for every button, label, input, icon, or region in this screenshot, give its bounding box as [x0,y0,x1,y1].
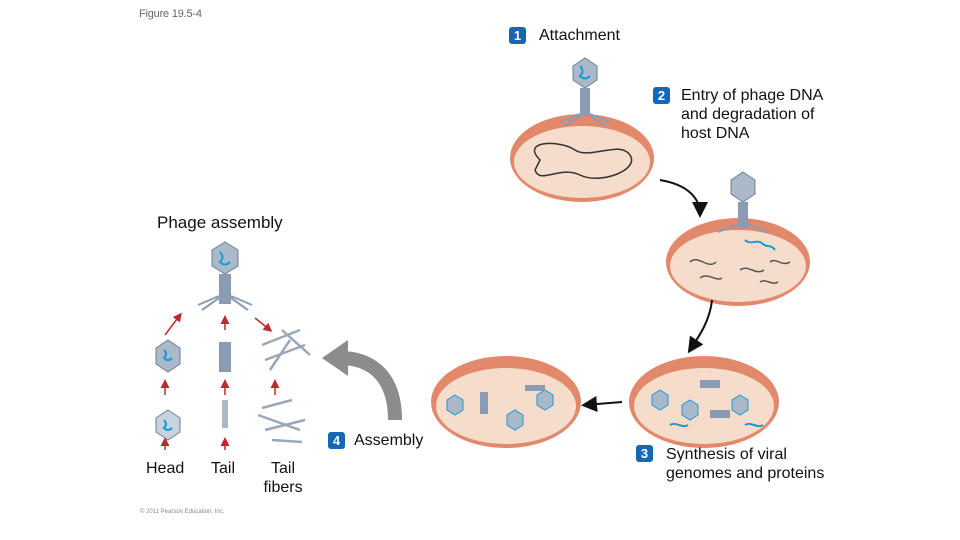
tail-label: Tail [211,460,236,477]
tail-part [219,342,231,428]
cell-dna-entry [666,171,810,306]
phage-assembly-title: Phage assembly [157,213,283,232]
arrow-head-up [164,312,182,336]
head-part [155,339,181,441]
cell-synthesis [629,356,779,448]
injected-phage-dna [744,239,776,251]
arrow-1-to-2 [659,179,708,218]
step-2-label: Entry of phage DNA and degradation of ho… [681,87,823,142]
arrow-3-to-4 [581,396,623,413]
arrow-4-to-assembly [339,351,402,421]
step-2-badge: 2 [653,87,670,104]
host-dna-loop [533,142,633,179]
assembled-phage [197,241,253,311]
tail-fibers-label: Tail fibers [263,460,303,496]
tail-fiber-part [257,328,311,444]
figure-label: Figure 19.5-4 [139,8,202,20]
step-4-badge: 4 [328,432,345,449]
step-3-label: Synthesis of viral genomes and proteins [666,446,825,482]
arrow-4-head [322,340,348,376]
arrow-fibers-up [254,317,273,332]
head-label: Head [146,460,185,477]
step-1-label: Attachment [539,27,620,44]
arrow-2-to-3 [687,299,713,354]
step-1-badge: 1 [509,27,526,44]
cell-assembly [431,356,581,448]
step-4-label: Assembly [354,432,424,449]
step-3-badge: 3 [636,445,653,462]
copyright-note: © 2011 Pearson Education, Inc. [140,509,225,515]
phage-attaching [559,57,611,127]
cell-attachment [510,57,654,202]
degraded-host-dna [689,259,791,284]
